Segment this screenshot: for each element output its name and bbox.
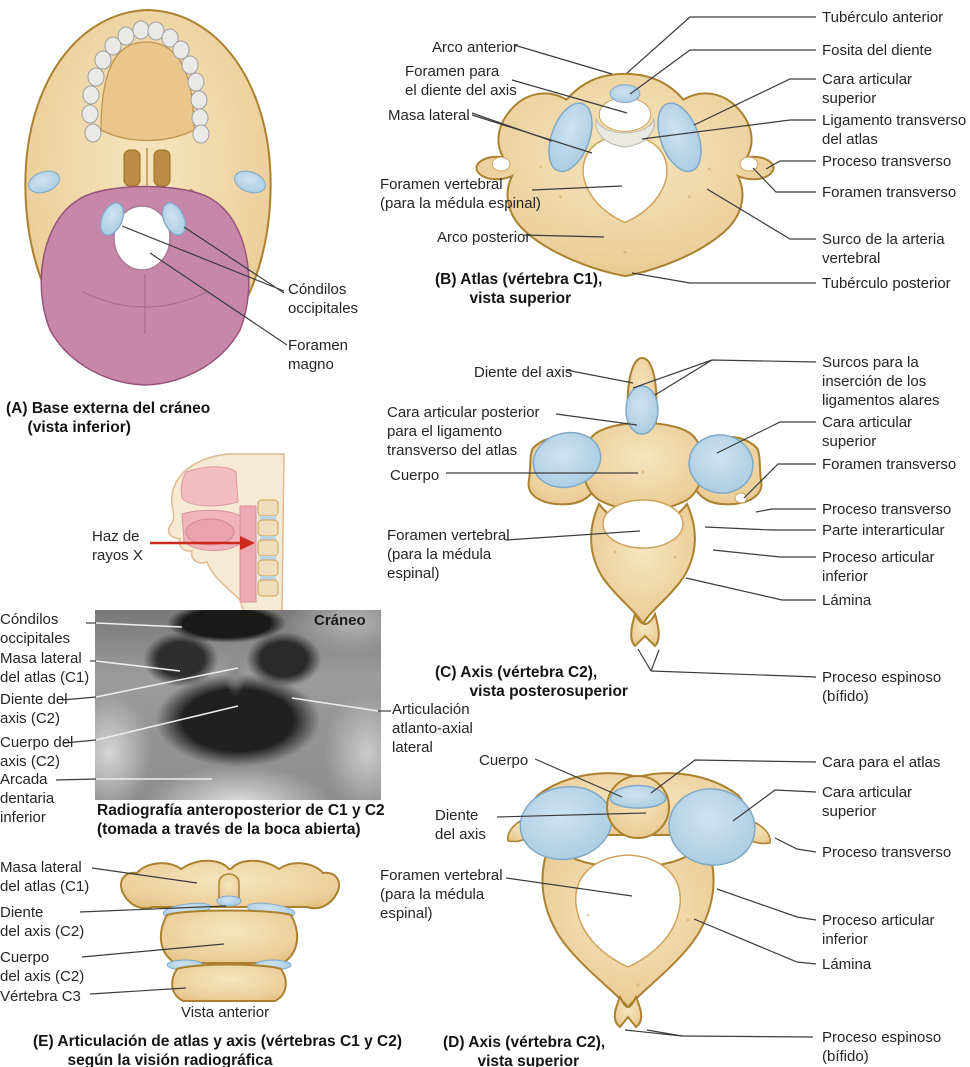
- caption-panel-d: (D) Axis (vértebra C2), vista superior: [443, 1034, 606, 1067]
- label-proceso-transverso-b: Proceso transverso: [822, 153, 952, 170]
- xray-craneo-label: Cráneo: [314, 612, 366, 629]
- label-foramen-para-el-diente: Foramen para el diente del axis: [405, 63, 517, 99]
- label-cara-articular-superior-d: Cara articular superior: [822, 784, 913, 820]
- label-proceso-transverso-d: Proceso transverso: [822, 844, 952, 861]
- label-condilos-occipitales: Cóndilos occipitales: [288, 281, 359, 317]
- label-foramen-transverso-b: Foramen transverso: [822, 184, 957, 201]
- label-articulacion-atlanto-axial: Articulación atlanto-axial lateral: [392, 701, 473, 756]
- foramen-transversum-right: [739, 156, 759, 172]
- label-foramen-vertebral-b: Foramen vertebral (para la médula espina…: [380, 176, 541, 212]
- caption-panel-a: (A) Base externa del cráneo (vista infer…: [6, 400, 211, 436]
- cervical-vertebrae: [257, 499, 279, 597]
- label-cara-articular-posterior: Cara articular posterior para el ligamen…: [387, 404, 540, 459]
- label-proceso-articular-inferior-d: Proceso articular inferior: [822, 912, 935, 948]
- label-masa-lateral-xray: Masa lateral del atlas (C1): [0, 650, 90, 686]
- label-masa-lateral-e: Masa lateral del atlas (C1): [0, 859, 90, 895]
- axis-c2-posterosuperior-illustration: [527, 356, 763, 648]
- nasal-cavity: [180, 466, 239, 507]
- vertebra-c3: [171, 963, 287, 1002]
- label-diente-del-axis-e: Diente del axis (C2): [0, 904, 85, 940]
- bone-texture: [613, 470, 677, 559]
- label-cara-articular-superior-b: Cara articular superior: [822, 71, 913, 107]
- cara-para-el-atlas: [609, 784, 667, 809]
- vertebral-foramen: [602, 499, 684, 549]
- xray-image: [95, 610, 381, 800]
- bone-texture: [586, 913, 690, 987]
- label-parte-interarticular: Parte interarticular: [822, 522, 945, 539]
- label-foramen-vertebral-d: Foramen vertebral (para la médula espina…: [380, 867, 503, 922]
- atlas-axis-articulation-illustration: [119, 859, 340, 1002]
- label-diente-del-axis-c: Diente del axis: [474, 364, 573, 381]
- choana-right: [153, 149, 171, 187]
- label-vista-anterior: Vista anterior: [181, 1004, 270, 1021]
- label-foramen-transverso-c: Foramen transverso: [822, 456, 957, 473]
- label-cuerpo-del-axis-e: Cuerpo del axis (C2): [0, 949, 85, 985]
- mandibular-fossa-right: [234, 170, 266, 194]
- caption-panel-e: (E) Articulación de atlas y axis (vérteb…: [33, 1033, 402, 1067]
- xray-beam-head-illustration: [167, 453, 285, 612]
- spinous-process-bifid: [630, 611, 660, 648]
- label-lamina-c: Lámina: [822, 592, 872, 609]
- label-foramen-magno: Foramen magno: [288, 337, 349, 373]
- label-diente-del-axis-d: Diente del axis: [435, 807, 486, 843]
- label-vertebra-c3: Vértebra C3: [0, 988, 81, 1005]
- throat: [239, 505, 257, 603]
- label-cuerpo-d: Cuerpo: [479, 752, 529, 769]
- caption-panel-b: (B) Atlas (vértebra C1), vista superior: [435, 271, 603, 307]
- label-tuberculo-posterior: Tubérculo posterior: [822, 275, 951, 292]
- axis-c2-superior-illustration: [507, 772, 771, 1029]
- label-proceso-articular-inferior-c: Proceso articular inferior: [822, 549, 935, 585]
- label-foramen-vertebral-c: Foramen vertebral (para la médula espina…: [387, 527, 510, 582]
- label-arco-posterior: Arco posterior: [437, 229, 531, 246]
- label-diente-del-axis-xray: Diente del axis (C2): [0, 691, 68, 727]
- label-lamina-d: Lámina: [822, 956, 872, 973]
- axis-body: [159, 909, 299, 964]
- label-proceso-espinoso-d: Proceso espinoso (bífido): [822, 1029, 942, 1065]
- label-tuberculo-anterior: Tubérculo anterior: [822, 9, 944, 26]
- bone-texture: [539, 165, 711, 254]
- label-proceso-espinoso-c: Proceso espinoso (bífido): [822, 669, 942, 705]
- label-proceso-transverso-c: Proceso transverso: [822, 501, 952, 518]
- label-cuerpo-c: Cuerpo: [390, 467, 440, 484]
- teeth-arch: [81, 20, 210, 144]
- foramen-transversum-left: [491, 156, 511, 172]
- foramen-transversum-right: [734, 492, 748, 504]
- superior-facet-left: [532, 431, 602, 489]
- label-cara-para-el-atlas: Cara para el atlas: [822, 754, 941, 771]
- label-cara-articular-superior-c: Cara articular superior: [822, 414, 913, 450]
- dens-facet: [216, 895, 242, 907]
- caption-xray: Radiografía anteroposterior de C1 y C2 (…: [97, 802, 385, 838]
- caption-panel-c: (C) Axis (vértebra C2), vista posterosup…: [435, 664, 628, 700]
- tongue: [185, 518, 235, 546]
- body: [581, 422, 705, 512]
- choana-left: [123, 149, 141, 187]
- label-condilos-occipitales-xray: Cóndilos occipitales: [0, 611, 71, 647]
- label-masa-lateral-b: Masa lateral: [388, 107, 470, 124]
- mandibular-fossa-left: [28, 170, 60, 194]
- label-cuerpo-del-axis-xray: Cuerpo del axis (C2): [0, 734, 74, 770]
- fosita-del-diente: [609, 84, 641, 104]
- label-haz-de-rayos-x: Haz de rayos X: [92, 528, 143, 564]
- label-surco-arteria-vertebral: Surco de la arteria vertebral: [822, 231, 945, 267]
- skull-base-illustration: [24, 8, 272, 386]
- spinous-process-bifid: [613, 994, 643, 1029]
- label-arcada-dentaria: Arcada dentaria inferior: [0, 771, 55, 826]
- posterior-dens-facet: [625, 385, 659, 435]
- label-arco-anterior: Arco anterior: [432, 39, 518, 56]
- label-ligamento-transverso: Ligamento transverso del atlas: [822, 112, 967, 148]
- occipital-condyle-left: [99, 202, 125, 236]
- label-surcos-ligamentos-alares: Surcos para la inserción de los ligament…: [822, 354, 940, 409]
- label-fosita-del-diente: Fosita del diente: [822, 42, 933, 59]
